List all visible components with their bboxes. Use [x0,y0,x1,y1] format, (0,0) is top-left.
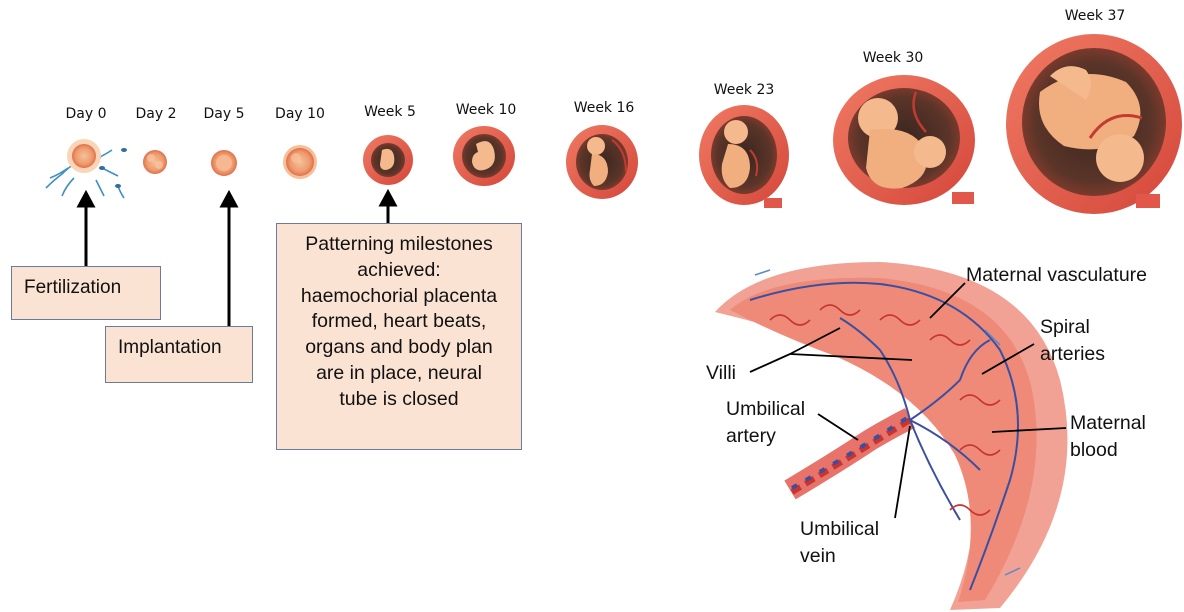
label-umbilical-vein: Umbilical vein [800,516,879,570]
label-maternal-blood-line-1: Maternal [1070,410,1146,437]
implantation-callout: Implantation [105,326,253,383]
label-umbilical-vein-line-2: vein [800,543,879,570]
implantation-arrowhead [222,193,236,206]
stage-label-week-10: Week 10 [456,102,517,118]
fertilization-arrowhead [79,193,93,206]
week23-fetus-illustration [699,105,789,208]
milestones-arrowhead [381,192,395,205]
week30-fetus-illustration [833,75,975,205]
label-maternal-vasculature: Maternal vasculature [966,262,1147,289]
milestones-line-4: formed, heart beats, [283,309,515,335]
week37-fetus-illustration [1006,34,1182,214]
day10-implanting-illustration [283,145,317,179]
milestones-line-6: are in place, neural [283,361,515,387]
label-maternal-blood-line-2: blood [1070,437,1146,464]
day0-zygote-illustration [46,139,127,198]
label-spiral-arteries-line-2: arteries [1040,341,1105,368]
milestones-line-3: haemochorial placenta [283,284,515,310]
stage-label-week-37: Week 37 [1065,8,1126,24]
label-umbilical-artery-line-1: Umbilical [726,396,805,423]
stage-label-week-23: Week 23 [714,82,775,98]
stage-label-day-2: Day 2 [135,106,176,122]
implantation-callout-text: Implantation [118,337,222,358]
day2-cell-illustration [143,150,167,174]
milestones-line-5: organs and body plan [283,335,515,361]
milestones-line-1: Patterning milestones [283,232,515,258]
stage-label-week-16: Week 16 [574,100,635,116]
stage-label-week-5: Week 5 [364,104,416,120]
label-spiral-arteries: Spiral arteries [1040,314,1105,368]
milestones-callout: Patterning milestones achieved: haemocho… [276,223,522,450]
milestones-line-2: achieved: [283,258,515,284]
label-umbilical-artery-line-2: artery [726,423,805,450]
week16-fetus-illustration [566,125,638,199]
label-umbilical-vein-line-1: Umbilical [800,516,879,543]
label-villi: Villi [706,360,736,387]
day5-blastocyst-illustration [211,150,237,176]
week5-embryo-illustration [363,135,413,185]
label-umbilical-artery: Umbilical artery [726,396,805,450]
label-spiral-arteries-line-1: Spiral [1040,314,1105,341]
stage-label-day-0: Day 0 [65,106,106,122]
fertilization-callout-text: Fertilization [24,277,121,298]
stage-label-day-10: Day 10 [275,106,325,122]
label-maternal-blood: Maternal blood [1070,410,1146,464]
fertilization-callout: Fertilization [11,266,161,320]
stage-label-day-5: Day 5 [203,106,244,122]
stage-label-week-30: Week 30 [863,50,924,66]
milestones-line-7: tube is closed [283,387,515,413]
week10-embryo-illustration [453,126,515,186]
